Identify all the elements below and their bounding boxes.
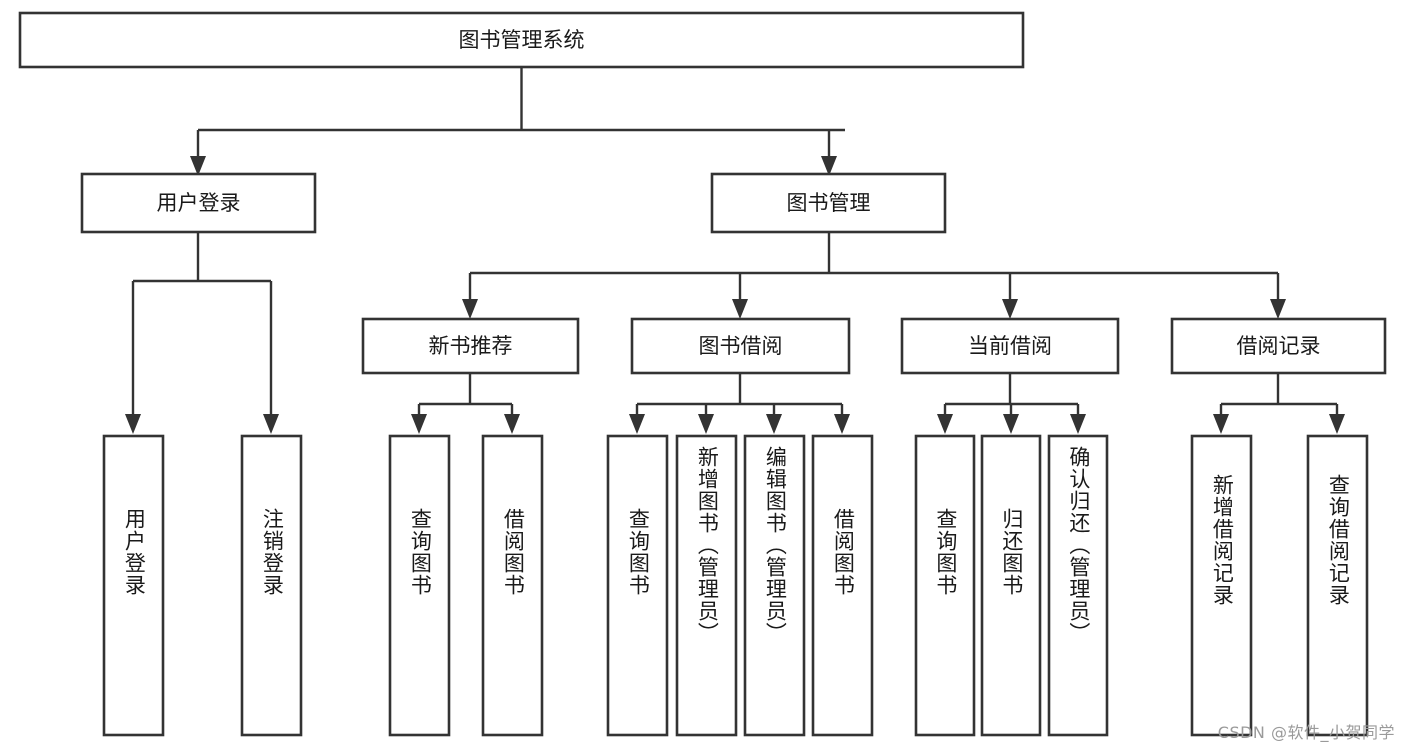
- node-label-book-borrow: 图书借阅: [699, 334, 783, 358]
- node-box-root[interactable]: [18, 11, 1025, 69]
- arrowhead-book-borrow: [732, 299, 748, 319]
- csdn-watermark: CSDN @软件_小贺同学: [1217, 723, 1395, 742]
- node-box-leaf-book-borrow-3[interactable]: [743, 434, 806, 737]
- arrowhead-cb-leaf3: [1070, 414, 1086, 434]
- node-box-book-borrow[interactable]: [630, 317, 851, 375]
- node-box-leaf-current-borrow-1[interactable]: [914, 434, 976, 737]
- node-box-book-manage[interactable]: [710, 172, 947, 234]
- arrowhead-current-borrow: [1002, 299, 1018, 319]
- arrowhead-br-leaf2: [1329, 414, 1345, 434]
- arrowhead-new-book: [462, 299, 478, 319]
- arrowhead-cb-leaf1: [937, 414, 953, 434]
- arrowhead-leaf-user-login: [125, 414, 141, 434]
- node-box-leaf-book-borrow-4[interactable]: [811, 434, 874, 737]
- node-box-leaf-user-login-2[interactable]: [240, 434, 303, 737]
- arrowhead-leaf-logout: [263, 414, 279, 434]
- arrowhead-book-manage: [821, 156, 837, 176]
- node-box-leaf-book-borrow-1[interactable]: [606, 434, 669, 737]
- arrowhead-br-leaf1: [1213, 414, 1229, 434]
- arrowhead-nb-leaf1: [411, 414, 427, 434]
- node-layer: 图书管理系统 用户登录 图书管理 新书推荐 图书借阅 当前借阅 借阅记录: [18, 11, 1387, 737]
- node-box-leaf-new-book-1[interactable]: [388, 434, 451, 737]
- node-label-new-book-recommend: 新书推荐: [429, 334, 513, 358]
- node-box-leaf-borrow-record-2[interactable]: [1306, 434, 1369, 737]
- node-box-user-login[interactable]: [80, 172, 317, 234]
- node-box-new-book-recommend[interactable]: [361, 317, 580, 375]
- arrowhead-bb-leaf4: [834, 414, 850, 434]
- node-label-book-manage: 图书管理: [787, 191, 871, 215]
- connector-layer: [125, 67, 1345, 434]
- node-box-leaf-user-login-1[interactable]: [102, 434, 165, 737]
- node-label-user-login: 用户登录: [157, 191, 241, 215]
- node-box-leaf-current-borrow-3[interactable]: [1047, 434, 1109, 737]
- arrowhead-bb-leaf3: [766, 414, 782, 434]
- arrowhead-nb-leaf2: [504, 414, 520, 434]
- node-box-borrow-record[interactable]: [1170, 317, 1387, 375]
- arrowhead-user-login: [190, 156, 206, 176]
- node-box-leaf-book-borrow-2[interactable]: [675, 434, 738, 737]
- node-box-leaf-new-book-2[interactable]: [481, 434, 544, 737]
- arrowhead-bb-leaf1: [629, 414, 645, 434]
- node-label-current-borrow: 当前借阅: [968, 334, 1052, 358]
- node-label-root: 图书管理系统: [459, 28, 585, 52]
- node-label-borrow-record: 借阅记录: [1237, 334, 1321, 358]
- node-box-current-borrow[interactable]: [900, 317, 1120, 375]
- node-box-leaf-borrow-record-1[interactable]: [1190, 434, 1253, 737]
- arrowhead-cb-leaf2: [1003, 414, 1019, 434]
- node-box-leaf-current-borrow-2[interactable]: [980, 434, 1042, 737]
- arrowhead-borrow-record: [1270, 299, 1286, 319]
- arrowhead-bb-leaf2: [698, 414, 714, 434]
